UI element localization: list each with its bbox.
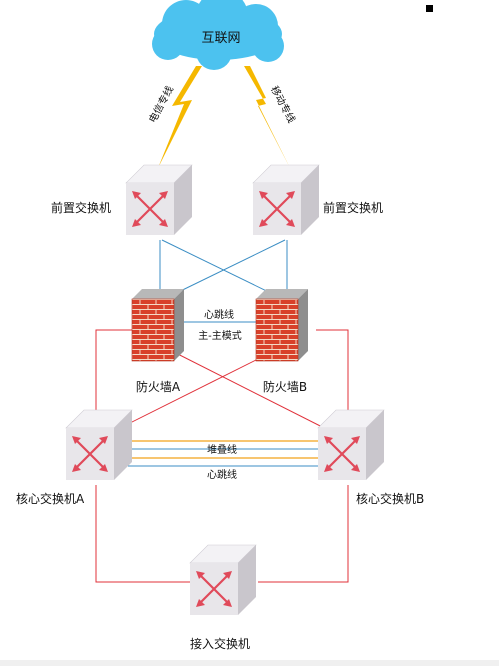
internet-label: 互联网 bbox=[201, 31, 240, 46]
access-switch-label: 接入交换机 bbox=[190, 636, 250, 651]
core-switch-b-label: 核心交换机B bbox=[356, 491, 424, 506]
red-links bbox=[95, 329, 349, 583]
mobile-line-label: 移动专线 bbox=[268, 84, 298, 125]
front-switch-left-label: 前置交换机 bbox=[51, 200, 111, 215]
front-switch-right-icon bbox=[251, 163, 321, 237]
core-switch-b-icon bbox=[316, 408, 386, 482]
firewall-heartbeat-label: 心跳线 bbox=[204, 308, 234, 321]
core-switch-a-icon bbox=[64, 408, 134, 482]
corner-marker bbox=[426, 5, 433, 12]
firewall-b-icon bbox=[255, 288, 309, 362]
stack-lines bbox=[128, 440, 320, 459]
firewall-a-label: 防火墙A bbox=[136, 379, 181, 394]
firewall-a-icon bbox=[131, 288, 185, 362]
front-switch-right-label: 前置交换机 bbox=[323, 200, 383, 215]
bottom-bar bbox=[0, 660, 499, 666]
core-heartbeat-label: 心跳线 bbox=[207, 468, 237, 481]
firewall-b-label: 防火墙B bbox=[263, 379, 307, 394]
core-switch-a-label: 核心交换机A bbox=[16, 491, 85, 506]
access-switch-icon bbox=[188, 543, 258, 617]
telecom-lightning-icon bbox=[158, 66, 202, 168]
front-switch-left-icon bbox=[124, 163, 194, 237]
stack-line-label: 堆叠线 bbox=[207, 443, 237, 456]
telecom-line-label: 电信专线 bbox=[146, 84, 176, 125]
core-heartbeat-lines bbox=[128, 448, 320, 467]
firewall-mode-label: 主-主模式 bbox=[198, 329, 242, 342]
internet-cloud-icon bbox=[152, 0, 284, 70]
